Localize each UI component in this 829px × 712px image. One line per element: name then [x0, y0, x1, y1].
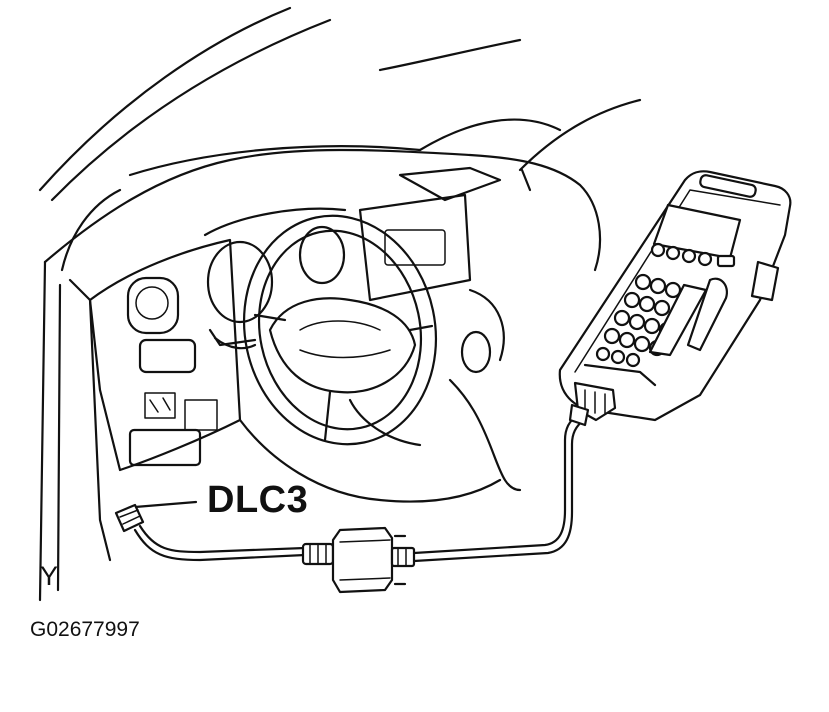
figure-id: G02677997 [30, 618, 140, 641]
left-dash-panel [88, 238, 242, 472]
steering-column [208, 328, 502, 503]
scan-tool [558, 170, 792, 427]
dlc3-leader [133, 500, 198, 509]
dlc3-label: DLC3 [207, 479, 309, 521]
steering-wheel [242, 214, 438, 446]
dlc3-connector [114, 503, 145, 533]
cable-left [133, 524, 307, 562]
instrument-cluster [203, 207, 347, 324]
dashboard-outline [38, 145, 602, 602]
cable-right [412, 413, 586, 563]
cable-adapter [301, 526, 416, 594]
view-letter: Y [40, 561, 59, 591]
center-console [358, 193, 522, 492]
windshield-pillar-lines [38, 6, 642, 272]
